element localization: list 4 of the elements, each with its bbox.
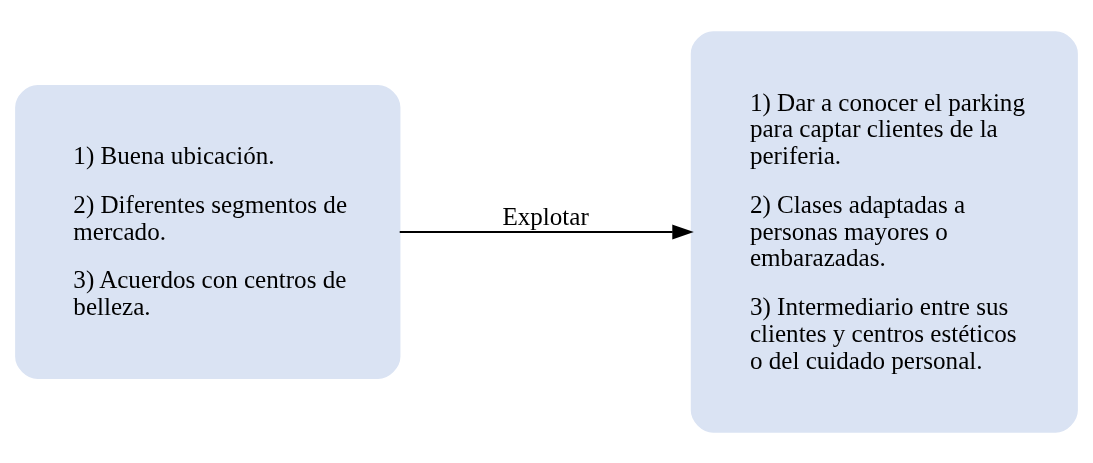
arrow — [398, 223, 694, 240]
node-box: 1) Buena ubicación. 2) Diferentes segmentos de mercado. 3) Acuerdos con centros de belleza. — [15, 84, 401, 379]
node-box: 1) Dar a conocer el parking para captar clientes de la periferia. 2) Clases adaptadas a personas mayores o embarazadas. 3) Intermediario entre sus clientes y centros estéticos o del cuidado personal. — [690, 30, 1078, 433]
edge-label: Explotar — [502, 202, 589, 230]
